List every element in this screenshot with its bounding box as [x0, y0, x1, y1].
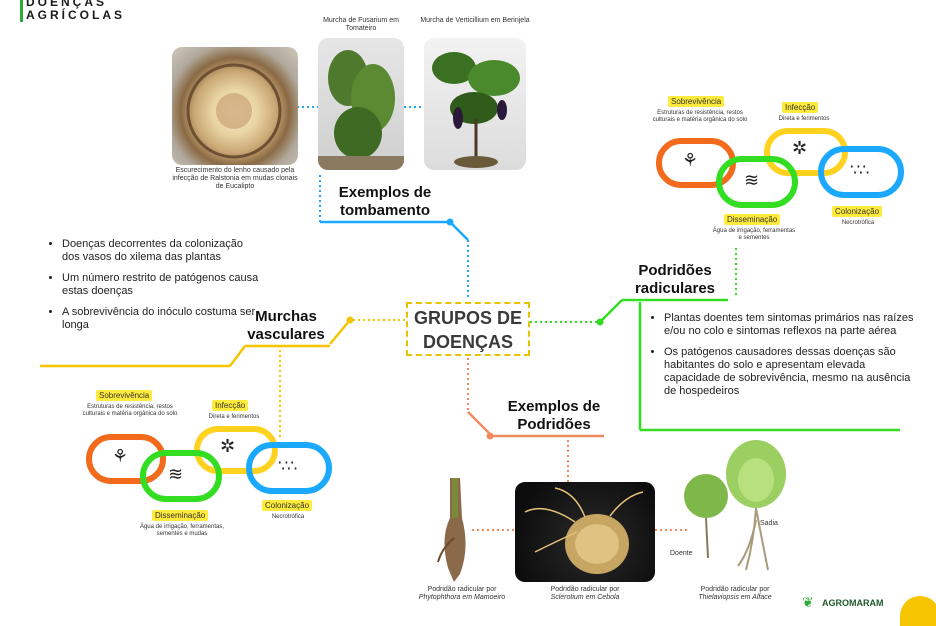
expod-title: Exemplos de Podridões — [496, 398, 612, 434]
photo-eucalipto-art — [186, 63, 282, 159]
photo-berinjela-art — [432, 52, 520, 168]
caption-eucalipto: Escurecimento do lenho causado pela infe… — [172, 167, 298, 190]
brand-logo: ❦ AGROMARAM — [802, 592, 936, 626]
photo-mamoeiro — [430, 478, 480, 582]
photo-berinjela — [424, 38, 526, 170]
connector-murchas-diag — [329, 319, 351, 345]
podridoes-title-line2: radiculares — [634, 280, 716, 297]
caption-cebola: Podridão radicular por Sclerotium em Ceb… — [530, 586, 640, 602]
desc-sobrevivencia: Estruturas de resistência, restos cultur… — [652, 110, 748, 123]
spores-icon: ∵∴ — [850, 162, 869, 179]
tombamento-title: Exemplos de tombamento — [322, 184, 448, 220]
node-dot-expod — [486, 432, 494, 440]
tag-colonizacao-b: Colonização — [262, 500, 313, 511]
sparkle-icon-b: ✲ — [220, 436, 236, 456]
desc-colonizacao-b: Necrotrófica — [271, 514, 305, 520]
photo-tomateiro-art — [318, 50, 404, 170]
murchas-title: Murchas vasculares — [240, 308, 332, 344]
connector-expod-diag — [467, 411, 491, 435]
tombamento-title-line1: Exemplos de — [338, 184, 432, 201]
podridoes-bullets: Plantas doentes tem sintomas primários n… — [648, 312, 914, 406]
sparkle-icon: ✲ — [792, 138, 808, 158]
photo-mamoeiro-art — [437, 478, 466, 582]
caption-mamoeiro-line1: Podridão radicular por — [427, 586, 497, 593]
plant-icon-b: ⚘ — [112, 446, 129, 466]
spores-icon-b: ∵∴ — [278, 458, 297, 475]
header-line1: DOENÇAS — [26, 0, 108, 9]
photo-eucalipto — [172, 47, 298, 165]
tag-sobrevivencia-b: Sobrevivência — [96, 390, 153, 401]
tag-infeccao-b: Infecção — [212, 400, 249, 411]
desc-sobrevivencia-b: Estruturas de resistência, restos cultur… — [82, 404, 178, 417]
caption-alface-line2: Thielaviopsis em Alface — [698, 594, 772, 601]
header-line2: AGRÍCOLAS — [26, 8, 125, 22]
connector-bullets-diag — [229, 345, 246, 367]
center-title-line2: DOENÇAS — [422, 332, 513, 352]
node-dot-tombamento — [446, 218, 454, 226]
desc-colonizacao: Necrotrófica — [841, 220, 875, 226]
connector-podr-diag — [599, 299, 623, 323]
cycle-diagram-bottom: ⚘ ✲ ≋ ∵∴ Sobrevivência Estruturas de res… — [82, 388, 338, 548]
murchas-title-line2: vasculares — [247, 326, 325, 343]
caption-berinjela: Murcha de Verticillium em Berinjela — [420, 17, 530, 24]
node-dot-murchas — [346, 316, 354, 324]
murchas-bullets: Doenças decorrentes da colonização dos v… — [46, 238, 262, 340]
brand-logo-text: AGROMARAM — [822, 598, 884, 608]
murchas-bullet-2: Um número restrito de patógenos causa es… — [62, 272, 262, 298]
plant-icon: ⚘ — [682, 150, 699, 170]
desc-disseminacao: Água de irrigação, ferramentas e semente… — [712, 228, 796, 241]
photo-alface-art — [684, 440, 786, 571]
photo-cebola — [515, 482, 655, 582]
photo-alface — [676, 440, 786, 582]
label-sadia: Sadia — [760, 520, 778, 527]
caption-cebola-line1: Podridão radicular por — [550, 586, 620, 593]
leaf-icon: ❦ — [802, 594, 814, 610]
caption-alface-line1: Podridão radicular por — [700, 586, 770, 593]
desc-infeccao: Direta e ferimentos — [778, 116, 830, 122]
connector-tomb-diag — [449, 221, 469, 241]
ring-colonizacao-b — [246, 442, 332, 494]
desc-infeccao-b: Direta e ferimentos — [208, 414, 260, 420]
caption-cebola-line2: Sclerotium em Cebola — [550, 594, 620, 601]
podridoes-title: Podridões radiculares — [622, 262, 728, 298]
murchas-bullet-1: Doenças decorrentes da colonização dos v… — [62, 238, 262, 264]
desc-disseminacao-b: Água de irrigação, ferramentas, sementes… — [139, 524, 225, 537]
tag-infeccao: Infecção — [782, 102, 819, 113]
header-accent-bar — [20, 0, 23, 22]
murchas-bullet-3: A sobrevivência do inóculo costuma ser l… — [62, 306, 262, 332]
wind-icon-b: ≋ — [168, 464, 184, 484]
tag-sobrevivencia: Sobrevivência — [668, 96, 725, 107]
podridoes-title-line1: Podridões — [638, 262, 712, 279]
caption-alface: Podridão radicular por Thielaviopsis em … — [680, 586, 790, 602]
caption-tomateiro: Murcha de Fusarium em Tomateiro — [323, 17, 399, 32]
podridoes-bullet-1: Plantas doentes tem sintomas primários n… — [664, 312, 914, 338]
tag-colonizacao: Colonização — [832, 206, 883, 217]
cycle-diagram-top: ⚘ ✲ ≋ ∵∴ Sobrevivência Estruturas de res… — [652, 94, 908, 248]
tombamento-title-line2: tombamento — [340, 202, 430, 219]
ring-disseminacao-b — [140, 450, 222, 502]
podridoes-bullet-2: Os patógenos causadores dessas doenças s… — [664, 346, 914, 398]
label-doente: Doente — [670, 550, 693, 557]
photo-tomateiro — [318, 38, 404, 170]
ring-colonizacao — [818, 146, 904, 198]
caption-mamoeiro: Podridão radicular por Phytophthora em M… — [412, 586, 512, 602]
photo-cebola-art — [524, 487, 644, 574]
node-dot-podridoes — [596, 318, 604, 326]
expod-title-line2: Podridões — [517, 416, 591, 433]
murchas-title-line1: Murchas — [255, 308, 317, 325]
center-node: GRUPOS DE DOENÇAS — [406, 302, 530, 356]
caption-mamoeiro-line2: Phytophthora em Mamoeiro — [418, 594, 506, 601]
brand-logo-shape — [900, 596, 936, 626]
center-title-line1: GRUPOS DE — [413, 308, 523, 328]
wind-icon: ≋ — [744, 170, 760, 190]
ring-disseminacao — [716, 156, 798, 208]
tag-disseminacao: Disseminação — [724, 214, 781, 225]
tag-disseminacao-b: Disseminação — [152, 510, 209, 521]
page-header: DOENÇAS AGRÍCOLAS — [20, 0, 125, 22]
expod-title-line1: Exemplos de — [507, 398, 601, 415]
